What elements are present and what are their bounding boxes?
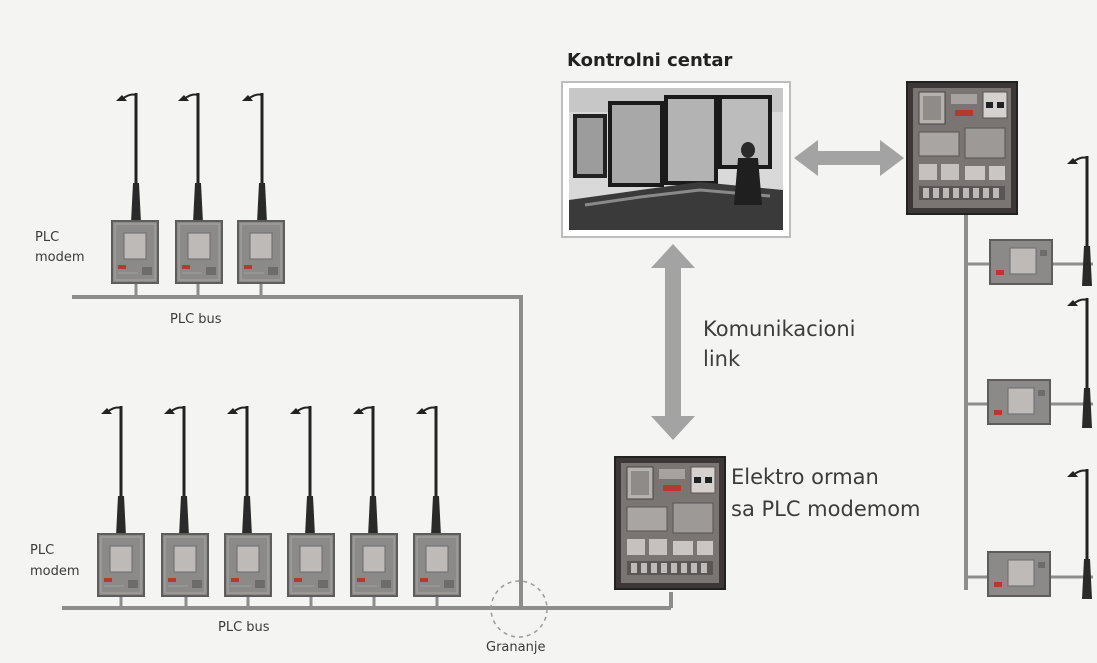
plc-modem-icon xyxy=(237,220,285,284)
electrical-cabinet-icon xyxy=(906,81,1018,215)
plc-modem-icon xyxy=(224,533,272,597)
plc-bus-label-top: PLC bus xyxy=(170,312,222,327)
street-light-pole-icon xyxy=(162,404,191,538)
plc-modem-label-top-line2: modem xyxy=(35,250,85,265)
plc-modem-icon xyxy=(287,533,335,597)
electrical-cabinet-icon xyxy=(614,456,726,590)
street-light-pole-icon xyxy=(1065,296,1094,430)
street-light-pole-icon xyxy=(225,404,254,538)
branching-circle xyxy=(490,580,548,638)
cabinet-label-line1: Elektro orman xyxy=(731,465,879,489)
plc-modem-icon xyxy=(97,533,145,597)
plc-modem-label-bottom-line2: modem xyxy=(30,564,80,579)
street-light-pole-icon xyxy=(1065,467,1094,601)
plc-modem-icon xyxy=(989,239,1053,285)
plc-modem-icon xyxy=(413,533,461,597)
cabinet-label-line2: sa PLC modemom xyxy=(731,497,921,521)
branching-label: Grananje xyxy=(486,640,546,655)
street-light-pole-icon xyxy=(114,91,143,225)
vertical-double-arrow xyxy=(651,244,695,440)
plc-modem-label-bottom-line1: PLC xyxy=(30,543,55,558)
plc-modem-icon xyxy=(987,379,1051,425)
control-center-photo-icon xyxy=(561,81,791,238)
street-light-pole-icon xyxy=(99,404,128,538)
comm-link-label-line2: link xyxy=(703,347,741,371)
street-light-pole-icon xyxy=(240,91,269,225)
plc-modem-icon xyxy=(111,220,159,284)
plc-modem-label-top-line1: PLC xyxy=(35,230,60,245)
bottom-plc-bus xyxy=(62,592,673,610)
street-light-pole-icon xyxy=(351,404,380,538)
comm-link-label-line1: Komunikacioni xyxy=(703,317,856,341)
plc-modem-icon xyxy=(161,533,209,597)
plc-bus-label-bottom: PLC bus xyxy=(218,620,270,635)
street-light-pole-icon xyxy=(288,404,317,538)
street-light-pole-icon xyxy=(414,404,443,538)
street-light-pole-icon xyxy=(176,91,205,225)
plc-modem-icon xyxy=(175,220,223,284)
plc-modem-icon xyxy=(987,551,1051,597)
street-light-pole-icon xyxy=(1065,154,1094,288)
horizontal-double-arrow xyxy=(794,140,904,176)
plc-modem-icon xyxy=(350,533,398,597)
top-plc-bus xyxy=(72,283,523,608)
page-title: Kontrolni centar xyxy=(567,50,733,71)
